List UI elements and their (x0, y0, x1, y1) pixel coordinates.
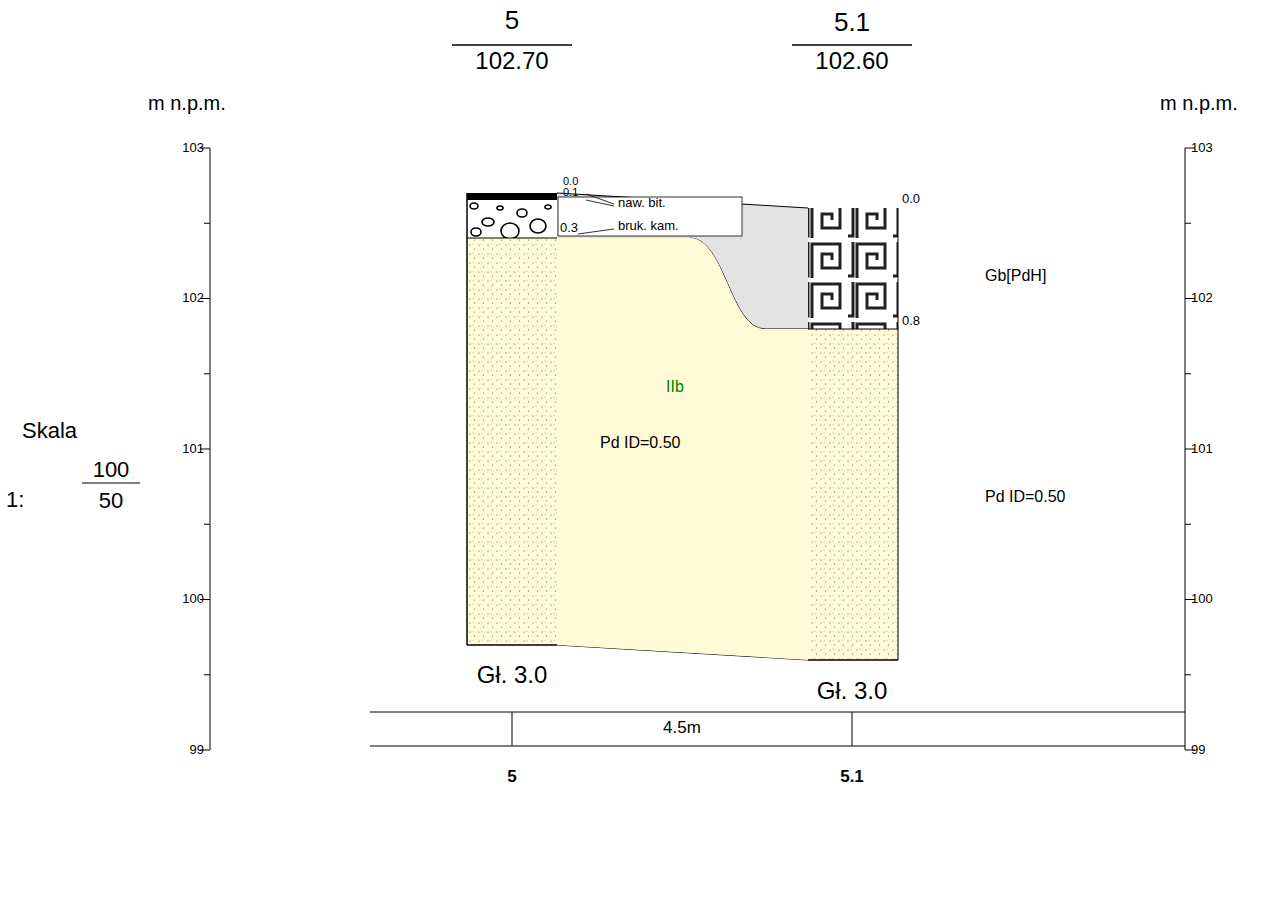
depth-value: 0.1 (563, 186, 578, 198)
depth-value: 0.0 (563, 175, 578, 187)
soil-label: Gb[PdH] (985, 267, 1046, 285)
borehole-number: 5.1 (834, 8, 870, 37)
axis-value: 103 (182, 141, 204, 155)
axis-value: 99 (190, 743, 204, 757)
soil-label: Pd ID=0.50 (985, 488, 1066, 506)
borehole-elevation: 102.70 (475, 48, 548, 74)
borehole-elevation: 102.60 (815, 48, 888, 74)
borehole-number: 5.1 (840, 768, 864, 787)
borehole-number: 5 (507, 768, 516, 787)
soil-label: Pd ID=0.50 (600, 434, 681, 452)
borehole-depth: Gł. 3.0 (817, 678, 888, 704)
scale-vertical: 50 (99, 489, 123, 513)
borehole-number: 5 (505, 6, 519, 35)
axis-unit: m n.p.m. (148, 92, 226, 114)
axis-value: 102 (1191, 291, 1213, 305)
layer-outline (557, 238, 808, 660)
depth-value: 0.0 (902, 192, 920, 206)
axis-value: 103 (1191, 141, 1213, 155)
depth-value: 0.3 (560, 221, 578, 235)
soil-layer: IIb Pd ID=0.50 (557, 238, 808, 660)
axis-value: 101 (1191, 442, 1213, 456)
axis-value: 101 (182, 442, 204, 456)
scale-title: Skala (22, 419, 77, 443)
layer-name: bruk. kam. (618, 219, 679, 233)
axis-value: 99 (1191, 743, 1205, 757)
axis-unit: m n.p.m. (1160, 92, 1238, 114)
distance: 4.5m (663, 719, 701, 738)
axis-value: 102 (182, 291, 204, 305)
depth-value: 0.8 (902, 314, 920, 328)
layer-name: naw. bit. (618, 196, 666, 210)
axis-value: 100 (182, 592, 204, 606)
scale-prefix: 1: (6, 488, 24, 512)
borehole-depth: Gł. 3.0 (477, 662, 548, 688)
scale-horizontal: 100 (93, 458, 130, 482)
layer-number: IIb (666, 378, 684, 396)
axis-value: 100 (1191, 592, 1213, 606)
